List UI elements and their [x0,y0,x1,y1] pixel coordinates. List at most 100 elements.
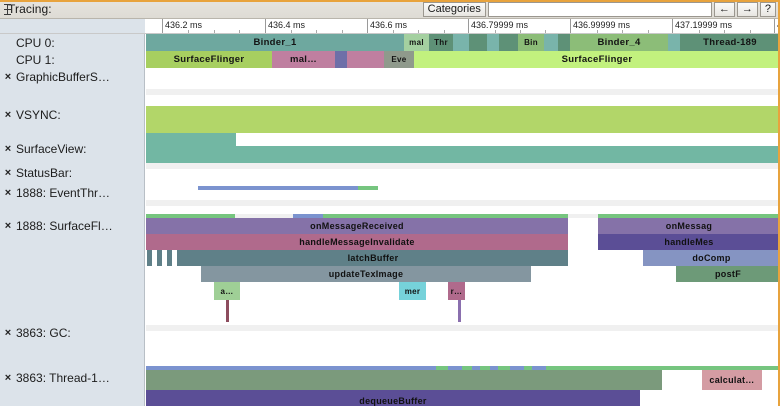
close-track-icon[interactable]: × [4,108,12,121]
trace-slice[interactable]: mal… [272,51,335,68]
trace-slice-unlabeled[interactable] [198,186,358,190]
search-input[interactable] [487,1,712,17]
trace-slice-unlabeled[interactable] [335,51,347,68]
trace-slice-unlabeled[interactable] [358,186,378,190]
close-track-icon[interactable]: × [4,142,12,155]
track-label-surfaceview[interactable]: ×SurfaceView: [0,140,144,157]
track-label-text: CPU 0: [16,35,55,50]
track-label-3863-thread-1[interactable]: ×3863: Thread-1… [0,369,144,386]
trace-slice-unlabeled[interactable] [177,250,182,266]
trace-slice-unlabeled[interactable] [167,250,172,266]
trace-slice-unlabeled[interactable] [436,366,448,370]
trace-slice-unlabeled[interactable] [499,34,518,51]
close-track-icon[interactable]: × [4,219,12,232]
trace-slice-unlabeled[interactable] [453,34,469,51]
help-button[interactable]: ? [759,1,776,17]
trace-slice-unlabeled[interactable] [448,366,462,370]
trace-slice[interactable]: postF [676,266,780,282]
close-track-icon[interactable]: × [4,166,12,179]
next-result-button[interactable]: → [736,1,758,17]
trace-slice-unlabeled[interactable] [568,214,598,218]
trace-slice-unlabeled[interactable] [146,214,235,218]
trace-slice-unlabeled[interactable] [546,366,780,370]
close-track-icon[interactable]: × [4,70,12,83]
trace-slice[interactable]: Binder_1 [146,34,404,51]
track-label-vsync[interactable]: ×VSYNC: [0,106,144,123]
trace-slice-unlabeled[interactable] [524,366,532,370]
trace-slice-unlabeled[interactable] [146,366,436,370]
trace-slice[interactable]: Eve [384,51,414,68]
trace-slice[interactable]: calculat… [702,370,762,390]
trace-slice-unlabeled[interactable] [323,214,568,218]
trace-slice-unlabeled[interactable] [487,34,499,51]
trace-slice-unlabeled[interactable] [347,51,384,68]
trace-slice-unlabeled[interactable] [235,214,293,218]
track-label-cpu-1[interactable]: ×CPU 1: [0,51,144,68]
trace-slice-unlabeled[interactable] [462,366,472,370]
track-label-1888-surfaceflinger[interactable]: ×1888: SurfaceFl… [0,217,144,234]
trace-slice-unlabeled[interactable] [668,34,680,51]
instant-marker[interactable] [226,300,229,322]
trace-slice[interactable]: onMessag [598,218,780,234]
track-label-statusbar[interactable]: ×StatusBar: [0,164,144,181]
categories-button[interactable]: Categories [422,1,486,17]
trace-slice-unlabeled[interactable] [147,250,152,266]
trace-slice-unlabeled[interactable] [498,366,510,370]
trace-slice-unlabeled[interactable] [532,366,546,370]
close-track-icon[interactable]: × [4,371,12,384]
trace-slice-unlabeled[interactable] [146,133,236,146]
ruler-minor-tick [724,30,725,33]
close-track-icon[interactable]: × [4,186,12,199]
drag-grip-icon[interactable] [3,3,12,16]
trace-slice[interactable]: a… [214,282,240,300]
ruler-minor-tick [239,30,240,33]
ruler-major-tick: 437.19999 ms [672,19,732,33]
toolbar-controls: Categories ← → ? [422,1,780,17]
trace-slice-unlabeled[interactable] [510,366,524,370]
track-label-cpu-0[interactable]: ×CPU 0: [0,34,144,51]
trace-slice[interactable]: SurfaceFlinger [146,51,272,68]
ruler-minor-tick [495,30,496,33]
track-label-1888-eventthread[interactable]: ×1888: EventThr… [0,184,144,201]
trace-slice[interactable]: handleMes [598,234,780,250]
trace-slice[interactable]: handleMessageInvalidate [146,234,568,250]
ruler-minor-tick [622,30,623,33]
trace-slice-unlabeled[interactable] [187,250,192,266]
track-label-text: 3863: GC: [16,325,71,340]
trace-slice-unlabeled[interactable] [469,34,487,51]
trace-slice-unlabeled[interactable] [146,106,780,133]
trace-slice-unlabeled[interactable] [146,146,780,163]
trace-slice-unlabeled[interactable] [472,366,480,370]
trace-slice[interactable]: Thr [429,34,453,51]
trace-slice-unlabeled[interactable] [598,214,780,218]
trace-slice[interactable]: Binder_4 [570,34,668,51]
trace-slice[interactable]: r… [448,282,465,300]
trace-slice-unlabeled[interactable] [293,214,323,218]
trace-slice[interactable]: Thread-189 [680,34,780,51]
trace-slice-unlabeled[interactable] [146,370,662,390]
track-label-graphicbufferservice[interactable]: ×GraphicBufferS… [0,68,144,85]
trace-slice-unlabeled[interactable] [544,34,558,51]
ruler-tick-label: 436.79999 ms [471,20,529,30]
trace-slice[interactable]: mal [404,34,429,51]
trace-slice[interactable]: dequeueBuffer [146,390,640,406]
trace-slice-unlabeled[interactable] [490,366,498,370]
ruler-minor-tick [393,30,394,33]
trace-slice[interactable]: mer [399,282,426,300]
close-track-icon[interactable]: × [4,326,12,339]
instant-marker[interactable] [458,300,461,322]
track-label-text: CPU 1: [16,52,55,67]
trace-slice[interactable]: latchBuffer [178,250,568,266]
prev-result-button[interactable]: ← [713,1,735,17]
trace-slice[interactable]: SurfaceFlinger [414,51,780,68]
trace-slice[interactable]: updateTexImage [201,266,531,282]
trace-slice-unlabeled[interactable] [558,34,570,51]
trace-slice-unlabeled[interactable] [157,250,162,266]
trace-slice[interactable]: doComp [643,250,780,266]
trace-slice[interactable]: onMessageReceived [146,218,568,234]
track-label-3863-gc[interactable]: × 3863: GC: [0,324,144,341]
trace-slice-unlabeled[interactable] [480,366,490,370]
trace-slice[interactable]: Bin [518,34,544,51]
